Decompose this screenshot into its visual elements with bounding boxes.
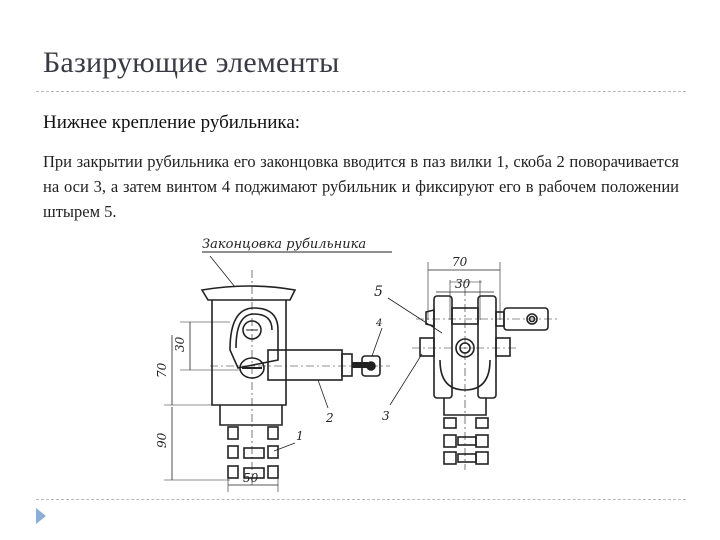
part-label-4: 4 xyxy=(375,318,382,329)
title-divider xyxy=(36,91,686,92)
slide-body-text: При закрытии рубильника его законцовка в… xyxy=(43,152,679,221)
part-label-5: 5 xyxy=(374,284,383,300)
part-label-1: 1 xyxy=(296,429,304,443)
part-label-3: 3 xyxy=(382,409,390,423)
dim-50-left: 50 xyxy=(243,471,259,485)
footer-divider xyxy=(36,499,686,500)
drawing-caption: Законцовка рубильника xyxy=(202,237,366,252)
slide-subtitle: Нижнее крепление рубильника: xyxy=(43,112,301,133)
dim-70-left: 70 xyxy=(155,362,169,378)
left-view: 30 70 90 50 1 2 4 5 xyxy=(155,270,390,492)
slide-bullet-icon xyxy=(36,508,46,524)
dim-30-left: 30 xyxy=(173,336,187,352)
technical-drawing: Законцовка рубильника xyxy=(150,230,610,492)
dim-90-left: 90 xyxy=(155,432,169,448)
slide-title: Базирующие элементы xyxy=(43,46,340,79)
right-view: 70 30 xyxy=(382,255,560,470)
dim-70-right: 70 xyxy=(452,255,468,269)
dim-30-right: 30 xyxy=(455,277,471,291)
part-label-2: 2 xyxy=(325,411,334,425)
